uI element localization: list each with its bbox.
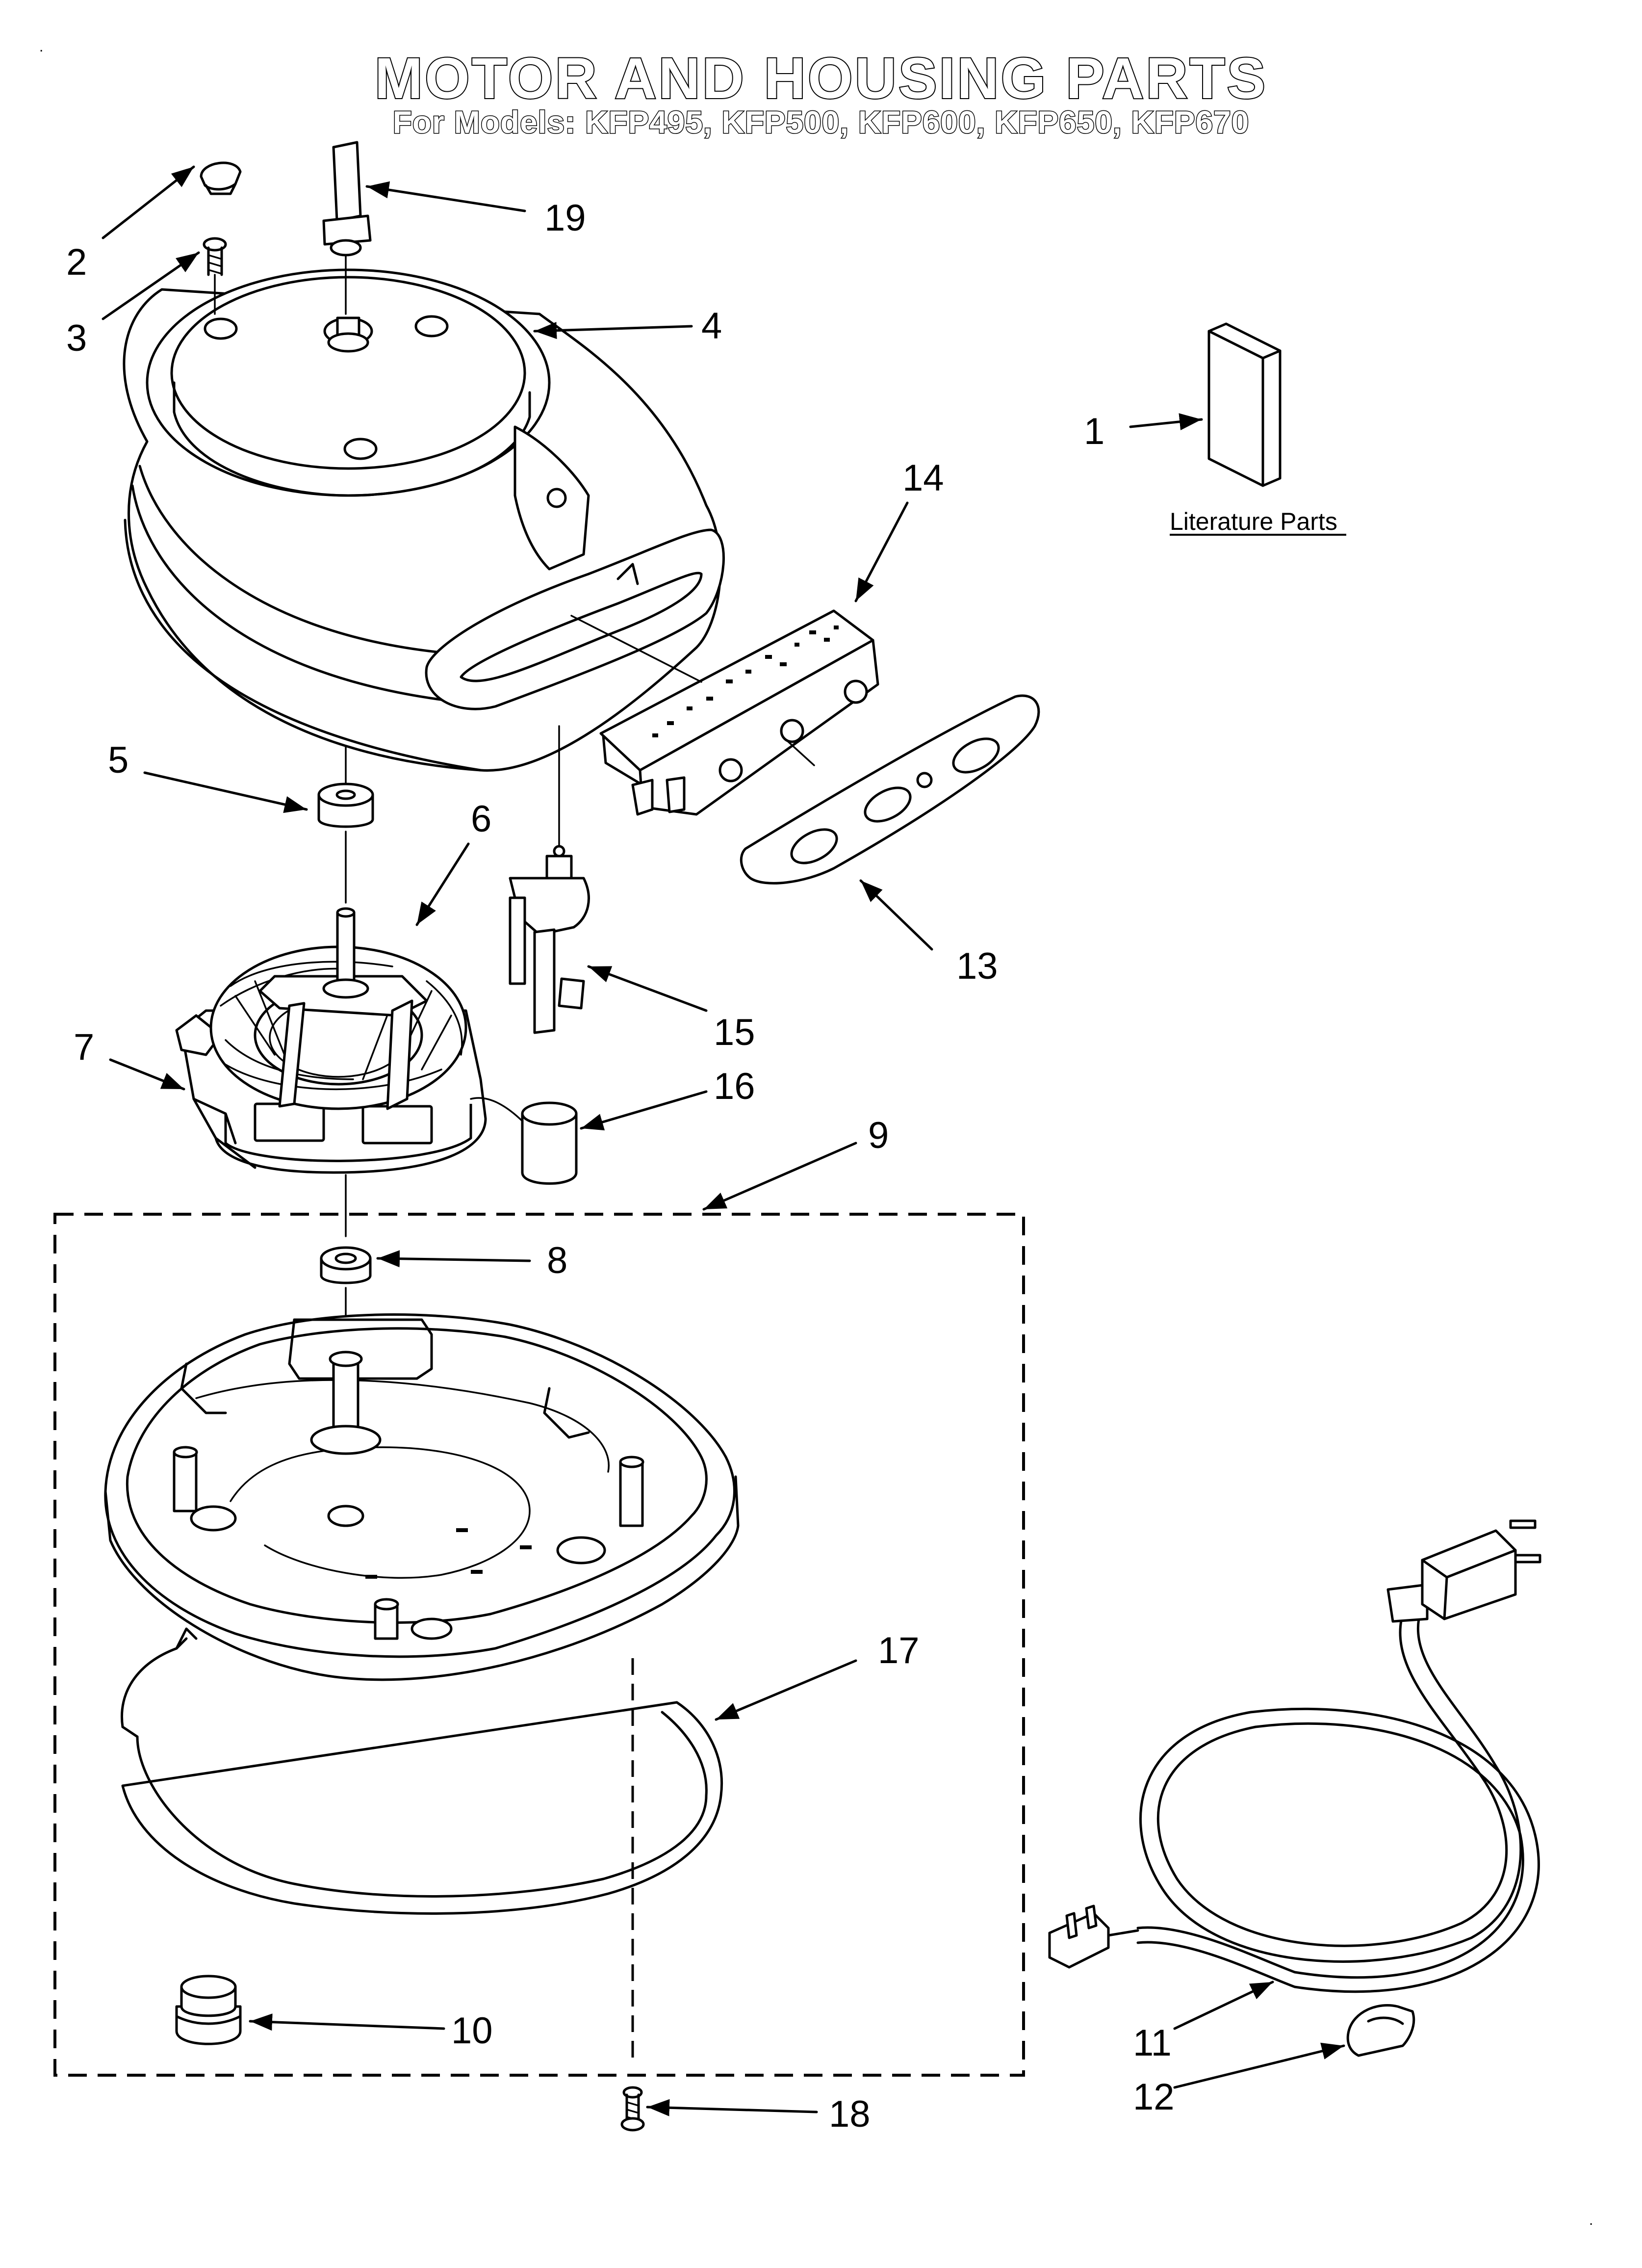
base-gasket — [121, 1627, 723, 1915]
callout-9: 9 — [868, 1115, 889, 1156]
callout-5: 5 — [108, 739, 128, 781]
base-assembly-group-box — [53, 1213, 1025, 2077]
callout-6: 6 — [471, 798, 491, 840]
motor-housing — [123, 268, 725, 772]
callout-8: 8 — [547, 1240, 567, 1281]
drive-coupler — [322, 141, 372, 315]
power-switch — [509, 725, 590, 1034]
callout-12: 12 — [1133, 2076, 1175, 2118]
callout-17: 17 — [878, 1630, 920, 1671]
capacitor — [521, 1101, 578, 1185]
model-list: For Models: KFP495, KFP500, KFP600, KFP6… — [392, 104, 1250, 141]
control-overlay — [740, 694, 1040, 885]
power-cord — [1048, 1519, 1541, 1993]
callout-11: 11 — [1133, 2022, 1172, 2064]
base-screw — [620, 2086, 645, 2132]
lower-bushing — [320, 1246, 372, 1335]
rubber-foot — [175, 1975, 242, 2045]
callout-4: 4 — [701, 305, 722, 347]
callout-10: 10 — [451, 2010, 493, 2052]
base-housing — [104, 1313, 740, 1681]
control-board — [570, 609, 879, 816]
callout-14: 14 — [902, 457, 944, 499]
literature-booklet — [1207, 322, 1282, 487]
callout-15: 15 — [714, 1012, 755, 1053]
cord-clip — [1346, 2004, 1415, 2057]
motor-assembly — [175, 907, 526, 1237]
svg-text:.: . — [1589, 2212, 1593, 2228]
page-title: MOTOR AND HOUSING PARTS — [374, 45, 1268, 112]
upper-bushing — [317, 745, 374, 904]
callout-7: 7 — [74, 1026, 94, 1068]
svg-text:.: . — [39, 39, 43, 55]
callout-1: 1 — [1084, 411, 1104, 452]
callout-18: 18 — [829, 2093, 871, 2135]
callout-13: 13 — [956, 945, 998, 987]
screw-cap — [200, 161, 242, 195]
callout-16: 16 — [714, 1066, 755, 1107]
housing-screw — [203, 237, 227, 315]
literature-parts-label: Literature Parts — [1170, 508, 1337, 535]
callout-labels: 1 2 3 4 5 6 7 8 9 10 11 12 13 14 15 16 1… — [66, 197, 1175, 2135]
callout-arrows — [102, 165, 1345, 2116]
callout-3: 3 — [66, 317, 87, 359]
callout-2: 2 — [66, 241, 87, 283]
callout-19: 19 — [544, 197, 586, 239]
